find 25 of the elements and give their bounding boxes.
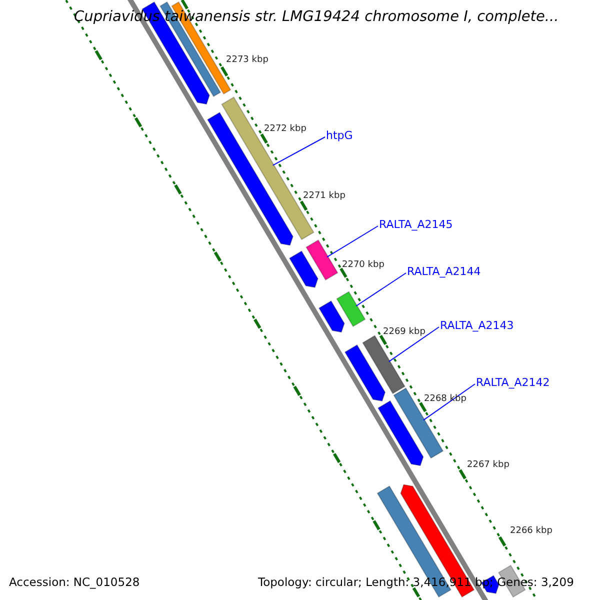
accession-text: Accession: NC_010528 bbox=[9, 575, 140, 589]
leader-line bbox=[388, 326, 440, 362]
scale-label: 2267 kbp bbox=[467, 460, 510, 470]
gene-feature bbox=[362, 334, 406, 394]
scale-label: 2271 kbp bbox=[303, 191, 346, 201]
leader-line bbox=[326, 226, 378, 258]
scale-label: 2272 kbp bbox=[264, 124, 306, 134]
leader-line bbox=[356, 272, 406, 307]
gene-feature bbox=[344, 344, 386, 402]
gene-label: RALTA_A2144 bbox=[407, 265, 481, 278]
gene-label: RALTA_A2143 bbox=[440, 319, 514, 332]
leader-line bbox=[272, 136, 326, 166]
gene-feature bbox=[306, 239, 338, 281]
gene-label: htpG bbox=[326, 129, 353, 142]
scale-label: 2273 kbp bbox=[226, 55, 268, 65]
gene-feature bbox=[377, 400, 424, 466]
gene-feature bbox=[288, 250, 318, 288]
gene-feature bbox=[336, 291, 366, 328]
gene-label: RALTA_A2142 bbox=[476, 376, 550, 389]
scale-label: 2270 kbp bbox=[342, 260, 384, 270]
gene-feature bbox=[318, 300, 345, 333]
gene-label: RALTA_A2145 bbox=[379, 218, 453, 231]
scale-label: 2266 kbp bbox=[510, 526, 552, 536]
leader-line bbox=[423, 384, 476, 421]
scale-label: 2269 kbp bbox=[383, 327, 426, 337]
